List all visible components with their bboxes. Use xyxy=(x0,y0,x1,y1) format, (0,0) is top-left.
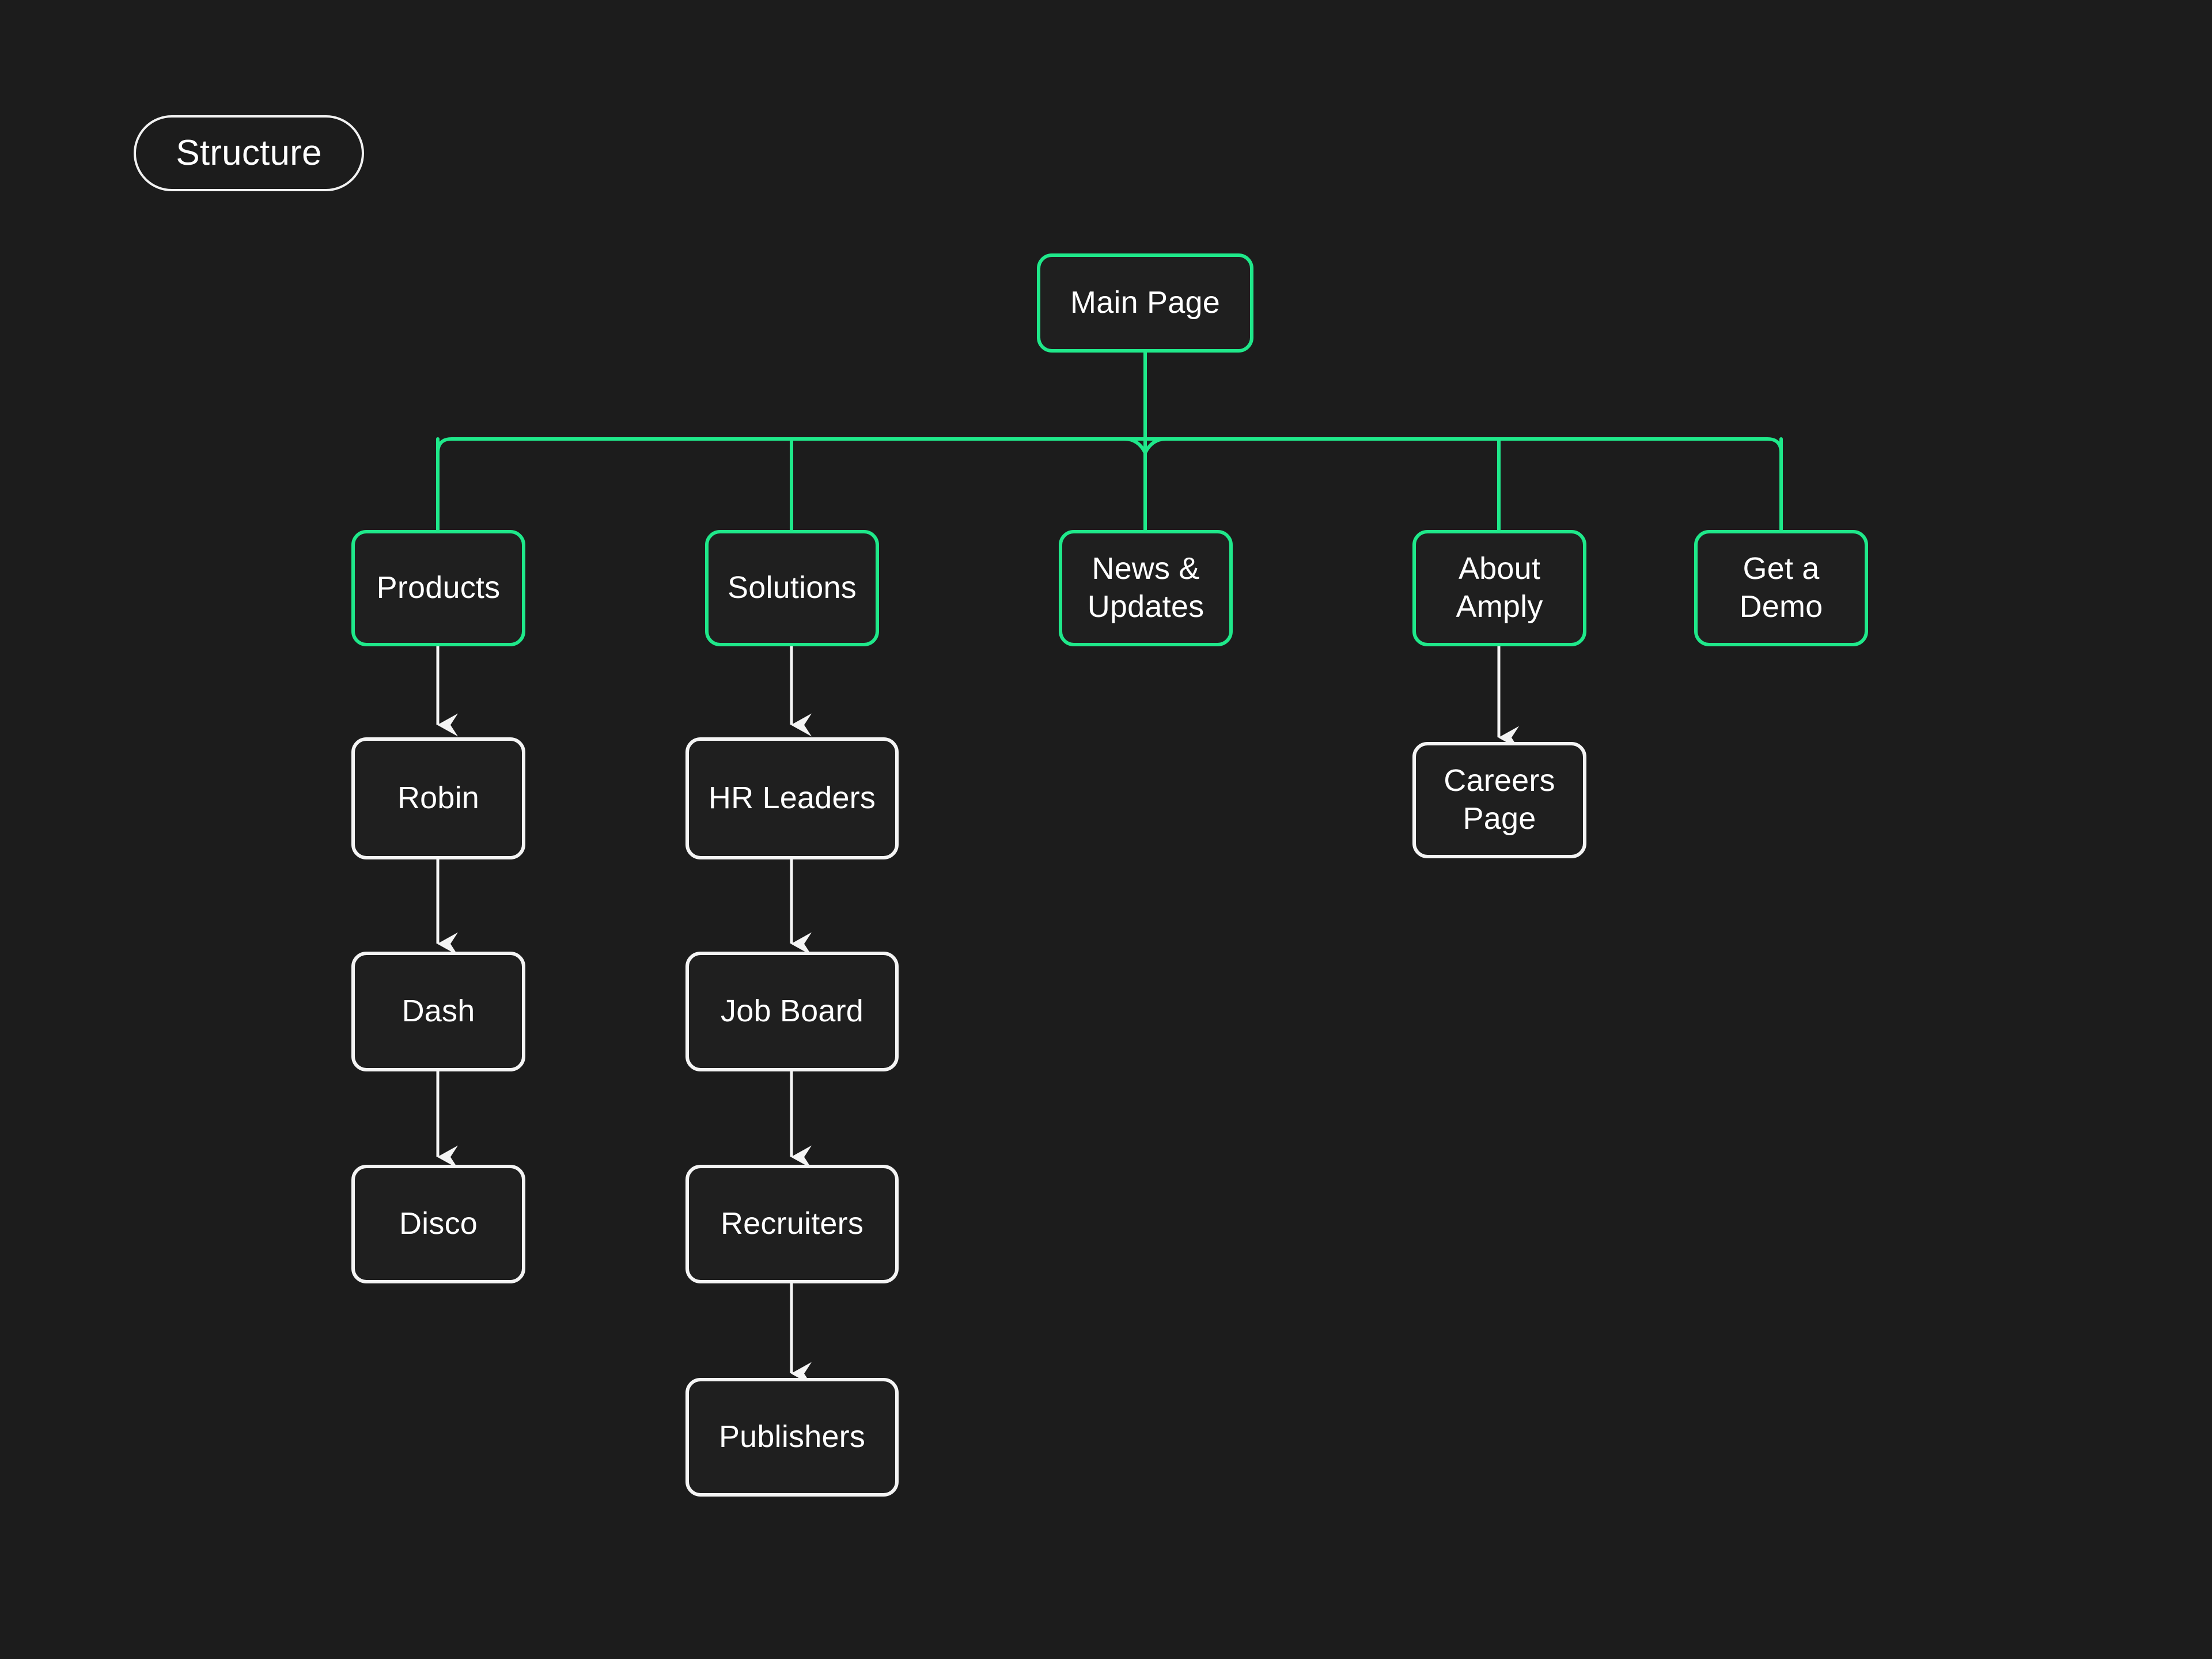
node-job-board-label: Job Board xyxy=(721,994,863,1029)
node-disco[interactable]: Disco xyxy=(351,1165,525,1283)
node-recruiters[interactable]: Recruiters xyxy=(685,1165,899,1283)
white-connector-group xyxy=(436,646,1519,1385)
node-get-a-demo[interactable]: Get a Demo xyxy=(1694,530,1868,646)
node-publishers[interactable]: Publishers xyxy=(685,1378,899,1497)
node-robin-label: Robin xyxy=(397,781,480,816)
wire-bus xyxy=(436,437,1783,532)
node-hr-leaders[interactable]: HR Leaders xyxy=(685,737,899,859)
node-solutions[interactable]: Solutions xyxy=(705,530,879,646)
node-get-a-demo-label: Get a Demo xyxy=(1739,551,1823,624)
wire-bus-fillet-right xyxy=(1143,437,1168,454)
node-robin[interactable]: Robin xyxy=(351,737,525,859)
node-products[interactable]: Products xyxy=(351,530,525,646)
node-job-board[interactable]: Job Board xyxy=(685,952,899,1071)
node-dash-label: Dash xyxy=(402,994,475,1029)
node-dash[interactable]: Dash xyxy=(351,952,525,1071)
node-hr-leaders-label: HR Leaders xyxy=(708,781,876,816)
node-publishers-label: Publishers xyxy=(718,1419,866,1455)
node-recruiters-label: Recruiters xyxy=(720,1206,864,1241)
node-disco-label: Disco xyxy=(399,1206,478,1241)
structure-badge-label: Structure xyxy=(176,133,322,173)
node-main-page[interactable]: Main Page xyxy=(1037,253,1253,353)
node-about-amply-label: About Amply xyxy=(1456,551,1543,624)
node-careers-page[interactable]: Careers Page xyxy=(1412,742,1586,858)
node-news-updates-label: News & Updates xyxy=(1087,551,1205,624)
node-main-page-label: Main Page xyxy=(1070,285,1220,320)
green-connector-group xyxy=(436,351,1783,532)
node-solutions-label: Solutions xyxy=(728,570,857,605)
node-news-updates[interactable]: News & Updates xyxy=(1059,530,1233,646)
node-products-label: Products xyxy=(376,570,501,605)
structure-badge[interactable]: Structure xyxy=(134,115,364,191)
node-careers-page-label: Careers Page xyxy=(1444,763,1555,836)
node-about-amply[interactable]: About Amply xyxy=(1412,530,1586,646)
wire-bus-fillet-left xyxy=(1123,437,1147,454)
